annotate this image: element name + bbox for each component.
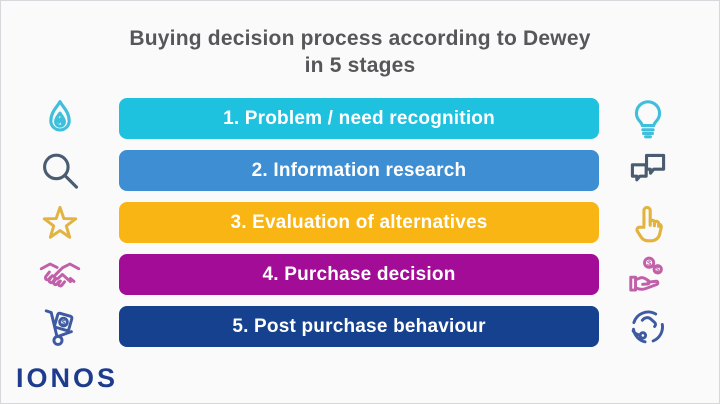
page-title: Buying decision process according to Dew… bbox=[1, 25, 719, 79]
hand-coins-icon: $ $ bbox=[625, 252, 671, 298]
stage-bar-1: 1. Problem / need recognition bbox=[119, 98, 599, 139]
svg-text:$: $ bbox=[647, 258, 652, 267]
headset-icon bbox=[625, 304, 671, 350]
page-title-line2: in 5 stages bbox=[304, 54, 416, 77]
stage-row-2: 2. Information research bbox=[1, 150, 719, 191]
stage-row-3: 3. Evaluation of alternatives bbox=[1, 202, 719, 243]
handshake-icon bbox=[37, 252, 83, 298]
stage-bar-4: 4. Purchase decision bbox=[119, 254, 599, 295]
stage-rows: 1. Problem / need recognition bbox=[1, 98, 719, 347]
speech-bubbles-icon bbox=[625, 148, 671, 194]
stage-row-5: $ 5. Post purchase behaviour bbox=[1, 306, 719, 347]
stage-bar-3: 3. Evaluation of alternatives bbox=[119, 202, 599, 243]
lightbulb-icon bbox=[625, 96, 671, 142]
magnifier-icon bbox=[37, 148, 83, 194]
flame-icon bbox=[37, 96, 83, 142]
stage-bar-5: 5. Post purchase behaviour bbox=[119, 306, 599, 347]
stage-row-1: 1. Problem / need recognition bbox=[1, 98, 719, 139]
ionos-logo: IONOS bbox=[16, 363, 119, 393]
stage-row-4: 4. Purchase decision $ $ bbox=[1, 254, 719, 295]
star-icon bbox=[37, 200, 83, 246]
svg-text:$: $ bbox=[62, 319, 66, 326]
hand-truck-icon: $ bbox=[37, 304, 83, 350]
page-title-line1: Buying decision process according to Dew… bbox=[129, 27, 591, 50]
svg-text:$: $ bbox=[656, 266, 660, 273]
stage-bar-2: 2. Information research bbox=[119, 150, 599, 191]
tap-hand-icon bbox=[625, 200, 671, 246]
